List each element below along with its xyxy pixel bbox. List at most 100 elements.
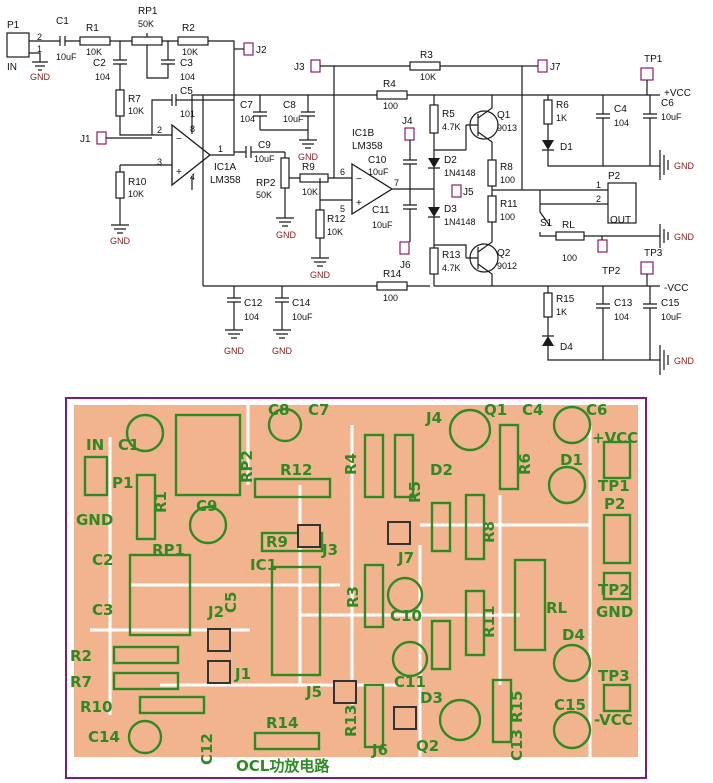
pcb-p2-label: P2	[604, 495, 625, 513]
c9-footprint	[188, 505, 228, 545]
c2-value: 104	[95, 72, 110, 82]
c3-value: 104	[180, 72, 195, 82]
r8-resistor	[487, 159, 497, 187]
d2-diode	[428, 158, 440, 168]
ic1b-minus: −	[356, 174, 362, 185]
pcb-c9-label: C9	[196, 497, 217, 515]
pcb-j6-label: J6	[371, 741, 388, 759]
pcb-r1-label: R1	[152, 491, 170, 513]
c3-label: C3	[180, 58, 193, 69]
ic1b-part: LM358	[352, 141, 383, 152]
pcb-c6-label: C6	[586, 401, 607, 419]
p2-pin1: 1	[596, 180, 601, 190]
pcb-tp1-label: TP1	[598, 477, 630, 495]
pcb-c2-label: C2	[92, 551, 113, 569]
ic1a-minus: −	[176, 134, 182, 145]
c14-footprint	[127, 719, 163, 755]
p1-connector	[6, 32, 30, 58]
pcb-d1-label: D1	[560, 451, 583, 469]
j6-testpoint	[399, 241, 410, 255]
pcb-r3-label: R3	[344, 586, 362, 608]
j3-testpoint	[310, 59, 321, 73]
r3-footprint	[363, 563, 385, 629]
r1-value: 10K	[86, 47, 102, 57]
c6-value: 10uF	[661, 112, 682, 122]
d4-label: D4	[560, 342, 573, 353]
pcb-j3-label: J3	[321, 541, 338, 559]
d1-footprint	[547, 465, 587, 505]
pcb-r13-label: R13	[342, 705, 360, 737]
pcb-vccn-label: -VCC	[594, 711, 633, 729]
j6-pad	[393, 706, 417, 730]
gnd-label-vccn: GND	[674, 356, 695, 366]
schematic-diagram: P1 IN 2 1 GND C1 10uF R1 10K RP1 50K R2 …	[6, 6, 695, 375]
tp1-testpoint	[640, 67, 654, 81]
rp2-potentiometer	[280, 157, 290, 189]
pcb-c3-label: C3	[92, 601, 113, 619]
r9-footprint	[260, 531, 324, 553]
ic1a-label: IC1A	[214, 162, 237, 173]
j6-label: J6	[400, 260, 411, 271]
rp1-value: 50K	[138, 19, 154, 29]
pcb-r11-label: R11	[480, 606, 498, 638]
j3-pad	[297, 524, 321, 548]
j7-footprint	[386, 576, 424, 614]
pcb-r2-label: R2	[70, 647, 92, 665]
pcb-rp1-label: RP1	[152, 541, 185, 559]
tp3-label: TP3	[644, 248, 663, 259]
rp1-label: RP1	[138, 6, 158, 17]
d3-diode	[428, 207, 440, 217]
pcb-c15-label: C15	[554, 696, 586, 714]
tp2-testpoint	[597, 239, 608, 253]
r7-label: R7	[128, 94, 141, 105]
pcb-r8-label: R8	[480, 521, 498, 543]
c1-value: 10uF	[56, 52, 77, 62]
r9-resistor	[299, 173, 329, 183]
r5-label: R5	[442, 109, 455, 120]
r6-footprint	[498, 423, 520, 491]
gnd-label-c12: GND	[224, 346, 245, 356]
pcb-q2-label: Q2	[416, 737, 439, 755]
r7-resistor	[115, 89, 125, 117]
rl-resistor	[555, 231, 585, 241]
pcb-j5-label: J5	[305, 683, 322, 701]
c7-value: 104	[240, 114, 255, 124]
r10-value: 10K	[128, 189, 144, 199]
r10-label: R10	[128, 177, 147, 188]
pcb-rl-label: RL	[546, 599, 568, 617]
r9-value: 10K	[302, 187, 318, 197]
pcb-r15-label: R15	[508, 691, 526, 723]
c12-value: 104	[244, 312, 259, 322]
d4-led	[542, 336, 554, 346]
d3-label: D3	[444, 204, 457, 215]
rp2-footprint	[174, 413, 242, 497]
ic1a-part: LM358	[210, 175, 241, 186]
r6-resistor	[543, 99, 553, 125]
gnd-label-r12: GND	[310, 270, 331, 280]
tp2-label: TP2	[602, 266, 621, 277]
r11-resistor	[487, 195, 497, 223]
r10-footprint	[138, 695, 206, 715]
r5-resistor	[429, 104, 439, 134]
r11-value: 100	[500, 212, 515, 222]
tp3-testpoint	[640, 261, 654, 275]
gnd-label-rp2: GND	[276, 230, 297, 240]
r11-footprint	[464, 589, 486, 657]
d2-footprint	[430, 501, 452, 553]
p1-pin2: 2	[37, 32, 42, 42]
q2-footprint	[438, 698, 482, 742]
out-label: OUT	[610, 215, 631, 226]
r2-resistor	[177, 36, 209, 46]
r10-resistor	[115, 171, 125, 199]
pcb-c8-label: C8	[268, 401, 289, 419]
pcb-gnd-label: GND	[76, 511, 113, 529]
r14-resistor	[376, 281, 408, 291]
r13-resistor	[429, 247, 439, 275]
pcb-c14-label: C14	[88, 728, 120, 746]
pcb-r14-label: R14	[266, 714, 298, 732]
d2-label: D2	[444, 155, 457, 166]
r1-label: R1	[86, 23, 99, 34]
pcb-tp3-label: TP3	[598, 667, 630, 685]
r2-label: R2	[182, 23, 195, 34]
j2-testpoint	[243, 42, 254, 56]
